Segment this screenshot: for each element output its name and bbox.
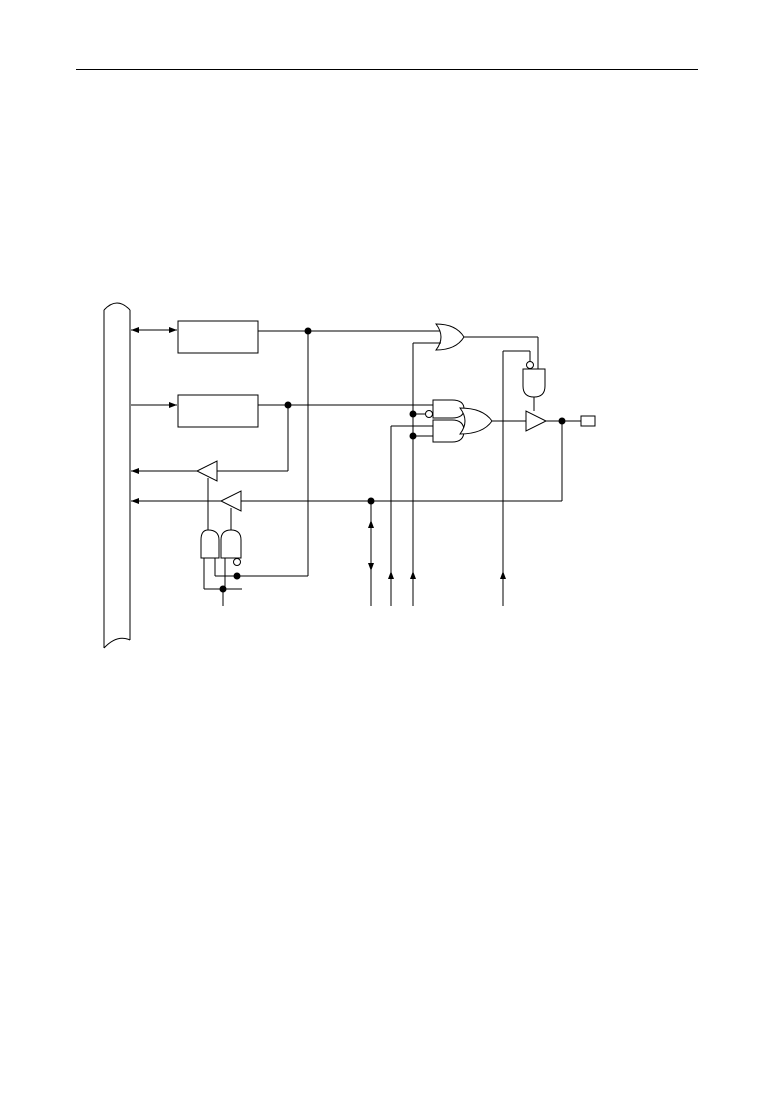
register-top bbox=[177, 320, 259, 354]
bidirectional-control-line bbox=[368, 501, 374, 606]
control-input-1 bbox=[388, 571, 394, 579]
nand-gate-enable bbox=[522, 361, 546, 411]
read-lower-arrow bbox=[131, 498, 139, 504]
output-pin bbox=[580, 415, 596, 427]
and-gate-upper bbox=[425, 399, 465, 419]
or-gate-combine bbox=[458, 407, 493, 435]
junction-413-414 bbox=[409, 410, 417, 418]
read-upper-arrow bbox=[131, 468, 139, 474]
control-input-2 bbox=[410, 571, 416, 579]
output-buffer bbox=[525, 410, 548, 432]
register-middle-output-wire bbox=[217, 401, 433, 472]
header-rule bbox=[76, 69, 698, 70]
register-middle bbox=[177, 394, 259, 428]
and-gate-lower bbox=[432, 419, 465, 443]
control-input-3 bbox=[500, 571, 506, 579]
bus-arrow-write bbox=[131, 402, 177, 408]
and-gate-read-right bbox=[220, 529, 242, 566]
internal-data-bus bbox=[103, 302, 131, 649]
register-top-output-wire bbox=[233, 327, 441, 580]
bus-arrow-bidirectional bbox=[131, 327, 177, 333]
junction-413-436 bbox=[409, 432, 417, 440]
or-gate-top bbox=[434, 323, 465, 351]
read-buffer-lower bbox=[219, 490, 242, 512]
and-gate-read-left bbox=[200, 529, 220, 559]
read-buffer-upper bbox=[195, 460, 218, 482]
